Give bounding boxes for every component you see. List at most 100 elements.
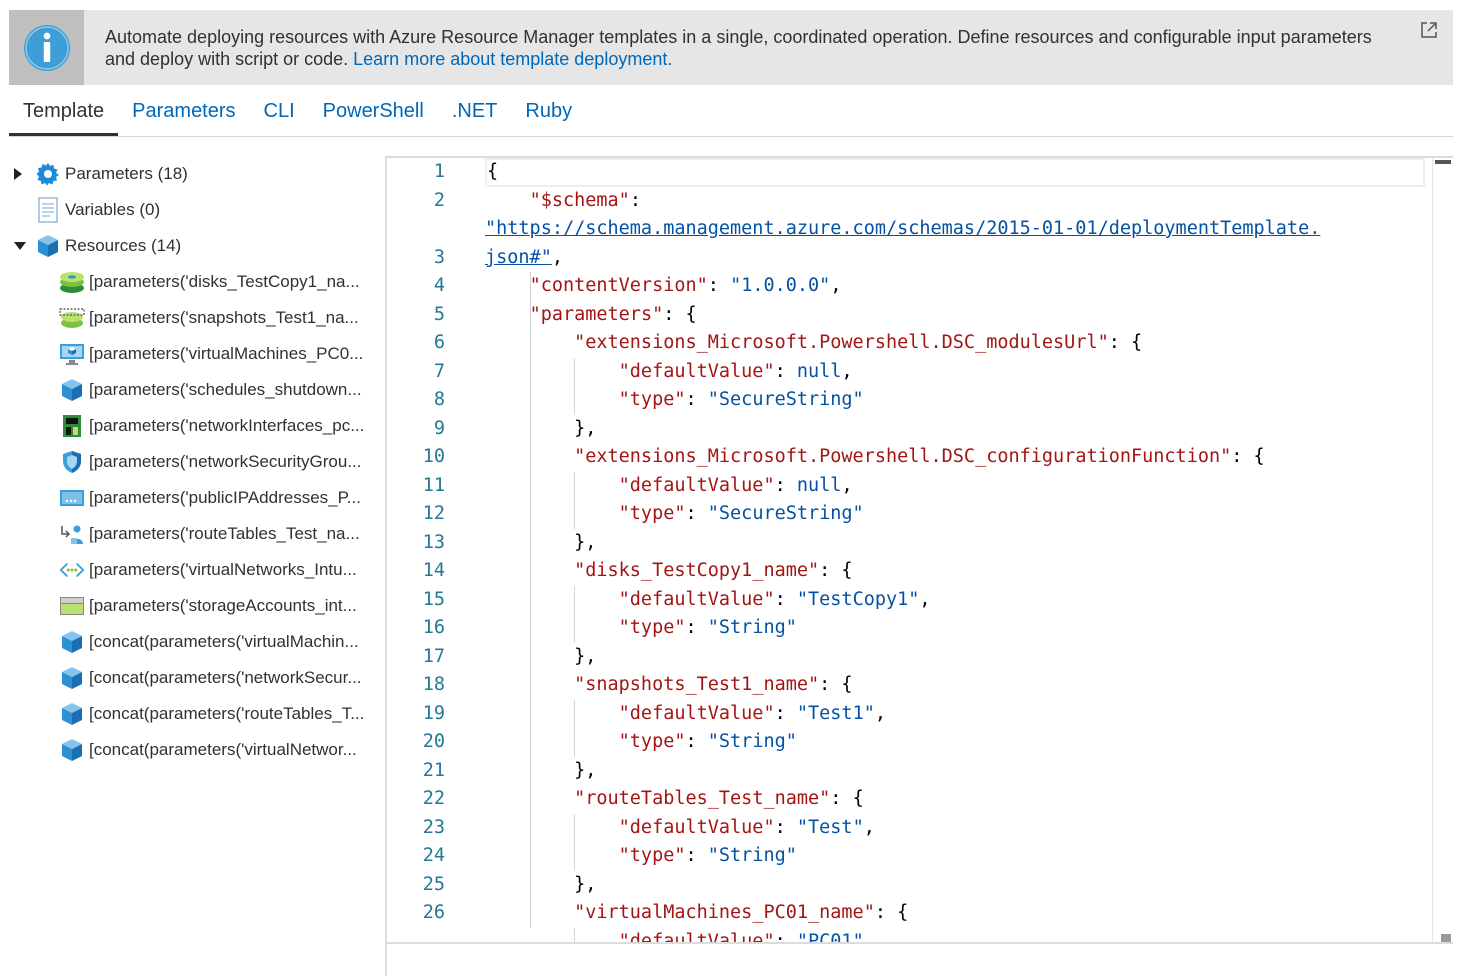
code-line[interactable]: "defaultValue": null, — [485, 358, 1425, 387]
code-line[interactable]: "extensions_Microsoft.Powershell.DSC_mod… — [485, 329, 1425, 358]
line-number: 11 — [422, 474, 445, 496]
code-line[interactable]: "extensions_Microsoft.Powershell.DSC_con… — [485, 443, 1425, 472]
code-line[interactable]: "routeTables_Test_name": { — [485, 785, 1425, 814]
indent-guide — [574, 813, 576, 871]
code-text — [485, 475, 619, 496]
code-line[interactable]: "parameters": { — [485, 301, 1425, 330]
tree-item-label: [parameters('disks_TestCopy1_na... — [89, 272, 360, 291]
line-number: 1 — [433, 161, 445, 182]
code-line[interactable]: "defaultValue": "TestCopy1", — [485, 586, 1425, 615]
json-string: "String" — [707, 731, 797, 752]
tree-item-resource[interactable]: [concat(parameters('networkSecur... — [9, 660, 379, 696]
tree-item-resource[interactable]: [parameters('schedules_shutdown... — [9, 372, 379, 408]
code-text: : — [685, 845, 708, 866]
code-line[interactable]: "virtualMachines_PC01_name": { — [485, 899, 1425, 928]
code-line[interactable]: "type": "String" — [485, 614, 1425, 643]
code-text: }, — [485, 759, 597, 781]
json-string: "PC01" — [796, 930, 864, 943]
code-line[interactable]: "contentVersion": "1.0.0.0", — [485, 272, 1425, 301]
tree-item-parameters[interactable]: Parameters (18) — [9, 156, 379, 192]
json-string: "TestCopy1" — [796, 588, 920, 610]
tab-ruby[interactable]: Ruby — [525, 100, 573, 122]
json-key: "contentVersion" — [529, 275, 708, 296]
line-number: 19 — [422, 702, 445, 724]
schema-link[interactable]: "https://schema.management.azure.com/sch… — [485, 218, 1321, 239]
code-line[interactable]: }, — [485, 871, 1425, 900]
tree-item-resource[interactable]: [parameters('disks_TestCopy1_na... — [9, 264, 379, 300]
tree-item-resource[interactable]: [parameters('publicIPAddresses_P... — [9, 480, 379, 516]
tree-item-label: [parameters('publicIPAddresses_P... — [89, 488, 361, 507]
tree-item-resource[interactable]: [parameters('networkSecurityGrou... — [9, 444, 379, 480]
json-key: "defaultValue" — [618, 816, 775, 838]
tree-item-resource[interactable]: [parameters('networkInterfaces_pc... — [9, 408, 379, 444]
code-text — [485, 703, 619, 724]
tab-cli[interactable]: CLI — [263, 100, 295, 122]
code-line[interactable]: "defaultValue": null, — [485, 472, 1425, 501]
code-line[interactable]: "$schema": — [485, 187, 1425, 216]
code-text: , — [830, 275, 842, 296]
current-line[interactable]: { — [485, 158, 1425, 187]
code-line[interactable]: "type": "String" — [485, 842, 1425, 871]
code-line[interactable]: "defaultValue": "Test", — [485, 814, 1425, 843]
tree-item-resource[interactable]: [parameters('storageAccounts_int... — [9, 588, 379, 624]
code-line[interactable]: }, — [485, 643, 1425, 672]
expand-caret-icon[interactable] — [13, 164, 35, 184]
tree-item-resource[interactable]: [concat(parameters('routeTables_T... — [9, 696, 379, 732]
collapse-caret-icon[interactable] — [13, 236, 35, 256]
tree-item-label: Parameters (18) — [65, 164, 188, 183]
tree-item-label: Resources (14) — [65, 236, 182, 255]
nic-icon — [59, 413, 85, 439]
tree-item-label: [concat(parameters('virtualMachin... — [89, 632, 359, 651]
code-text: : — [685, 389, 708, 410]
code-line[interactable]: "https://schema.management.azure.com/sch… — [485, 215, 1425, 244]
indent-guide — [574, 699, 576, 757]
tab-template[interactable]: Template — [9, 96, 119, 136]
code-line[interactable]: "type": "SecureString" — [485, 386, 1425, 415]
vertical-scrollbar[interactable] — [1432, 158, 1453, 942]
code-line[interactable]: "type": "String" — [485, 728, 1425, 757]
cube-icon — [59, 629, 85, 655]
line-number: 18 — [422, 674, 445, 695]
tree-item-variables[interactable]: Variables (0) — [9, 192, 379, 228]
learn-more-link[interactable]: Learn more about template deployment. — [353, 49, 673, 69]
indent-guide — [574, 357, 576, 415]
tree-item-resource[interactable]: [concat(parameters('virtualNetwor... — [9, 732, 379, 768]
code-text: , — [919, 588, 931, 610]
scrollbar-thumb[interactable] — [1435, 160, 1451, 164]
tree-item-label: [parameters('virtualNetworks_Intu... — [89, 560, 357, 579]
line-number: 20 — [422, 731, 445, 752]
code-line[interactable]: json#", — [485, 244, 1425, 273]
line-number: 23 — [422, 816, 445, 838]
code-text — [485, 817, 619, 838]
code-text — [485, 275, 530, 296]
line-number: 24 — [422, 845, 445, 866]
tree-item-resource[interactable]: [parameters('virtualMachines_PC0... — [9, 336, 379, 372]
tree-item-resources[interactable]: Resources (14) — [9, 228, 379, 264]
tree-item-resource[interactable]: [concat(parameters('virtualMachin... — [9, 624, 379, 660]
tree-item-resource[interactable]: [parameters('snapshots_Test1_na... — [9, 300, 379, 336]
code-text: : { — [1108, 332, 1143, 353]
tab-parameters[interactable]: Parameters — [132, 100, 236, 122]
code-line[interactable]: }, — [485, 529, 1425, 558]
code-line[interactable]: "defaultValue": "PC01" — [485, 928, 1425, 943]
code-line[interactable]: "disks_TestCopy1_name": { — [485, 557, 1425, 586]
external-link-icon[interactable] — [1419, 20, 1439, 40]
tab-powershell[interactable]: PowerShell — [322, 100, 424, 122]
code-lines[interactable]: { "$schema":"https://schema.management.a… — [485, 158, 1425, 942]
code-line[interactable]: "snapshots_Test1_name": { — [485, 671, 1425, 700]
code-line[interactable]: }, — [485, 757, 1425, 786]
line-number: 5 — [433, 303, 445, 325]
tree-item-resource[interactable]: [parameters('virtualNetworks_Intu... — [9, 552, 379, 588]
tree-item-label: [concat(parameters('routeTables_T... — [89, 704, 365, 723]
cube-icon — [59, 377, 85, 403]
tree-item-resource[interactable]: [parameters('routeTables_Test_na... — [9, 516, 379, 552]
schema-link[interactable]: json#" — [485, 246, 552, 268]
code-line[interactable]: "defaultValue": "Test1", — [485, 700, 1425, 729]
editor-bottom-border — [387, 942, 1453, 944]
tab-dotnet[interactable]: .NET — [451, 100, 498, 122]
json-key: "snapshots_Test1_name" — [574, 674, 820, 695]
code-line[interactable]: }, — [485, 415, 1425, 444]
code-line[interactable]: "type": "SecureString" — [485, 500, 1425, 529]
